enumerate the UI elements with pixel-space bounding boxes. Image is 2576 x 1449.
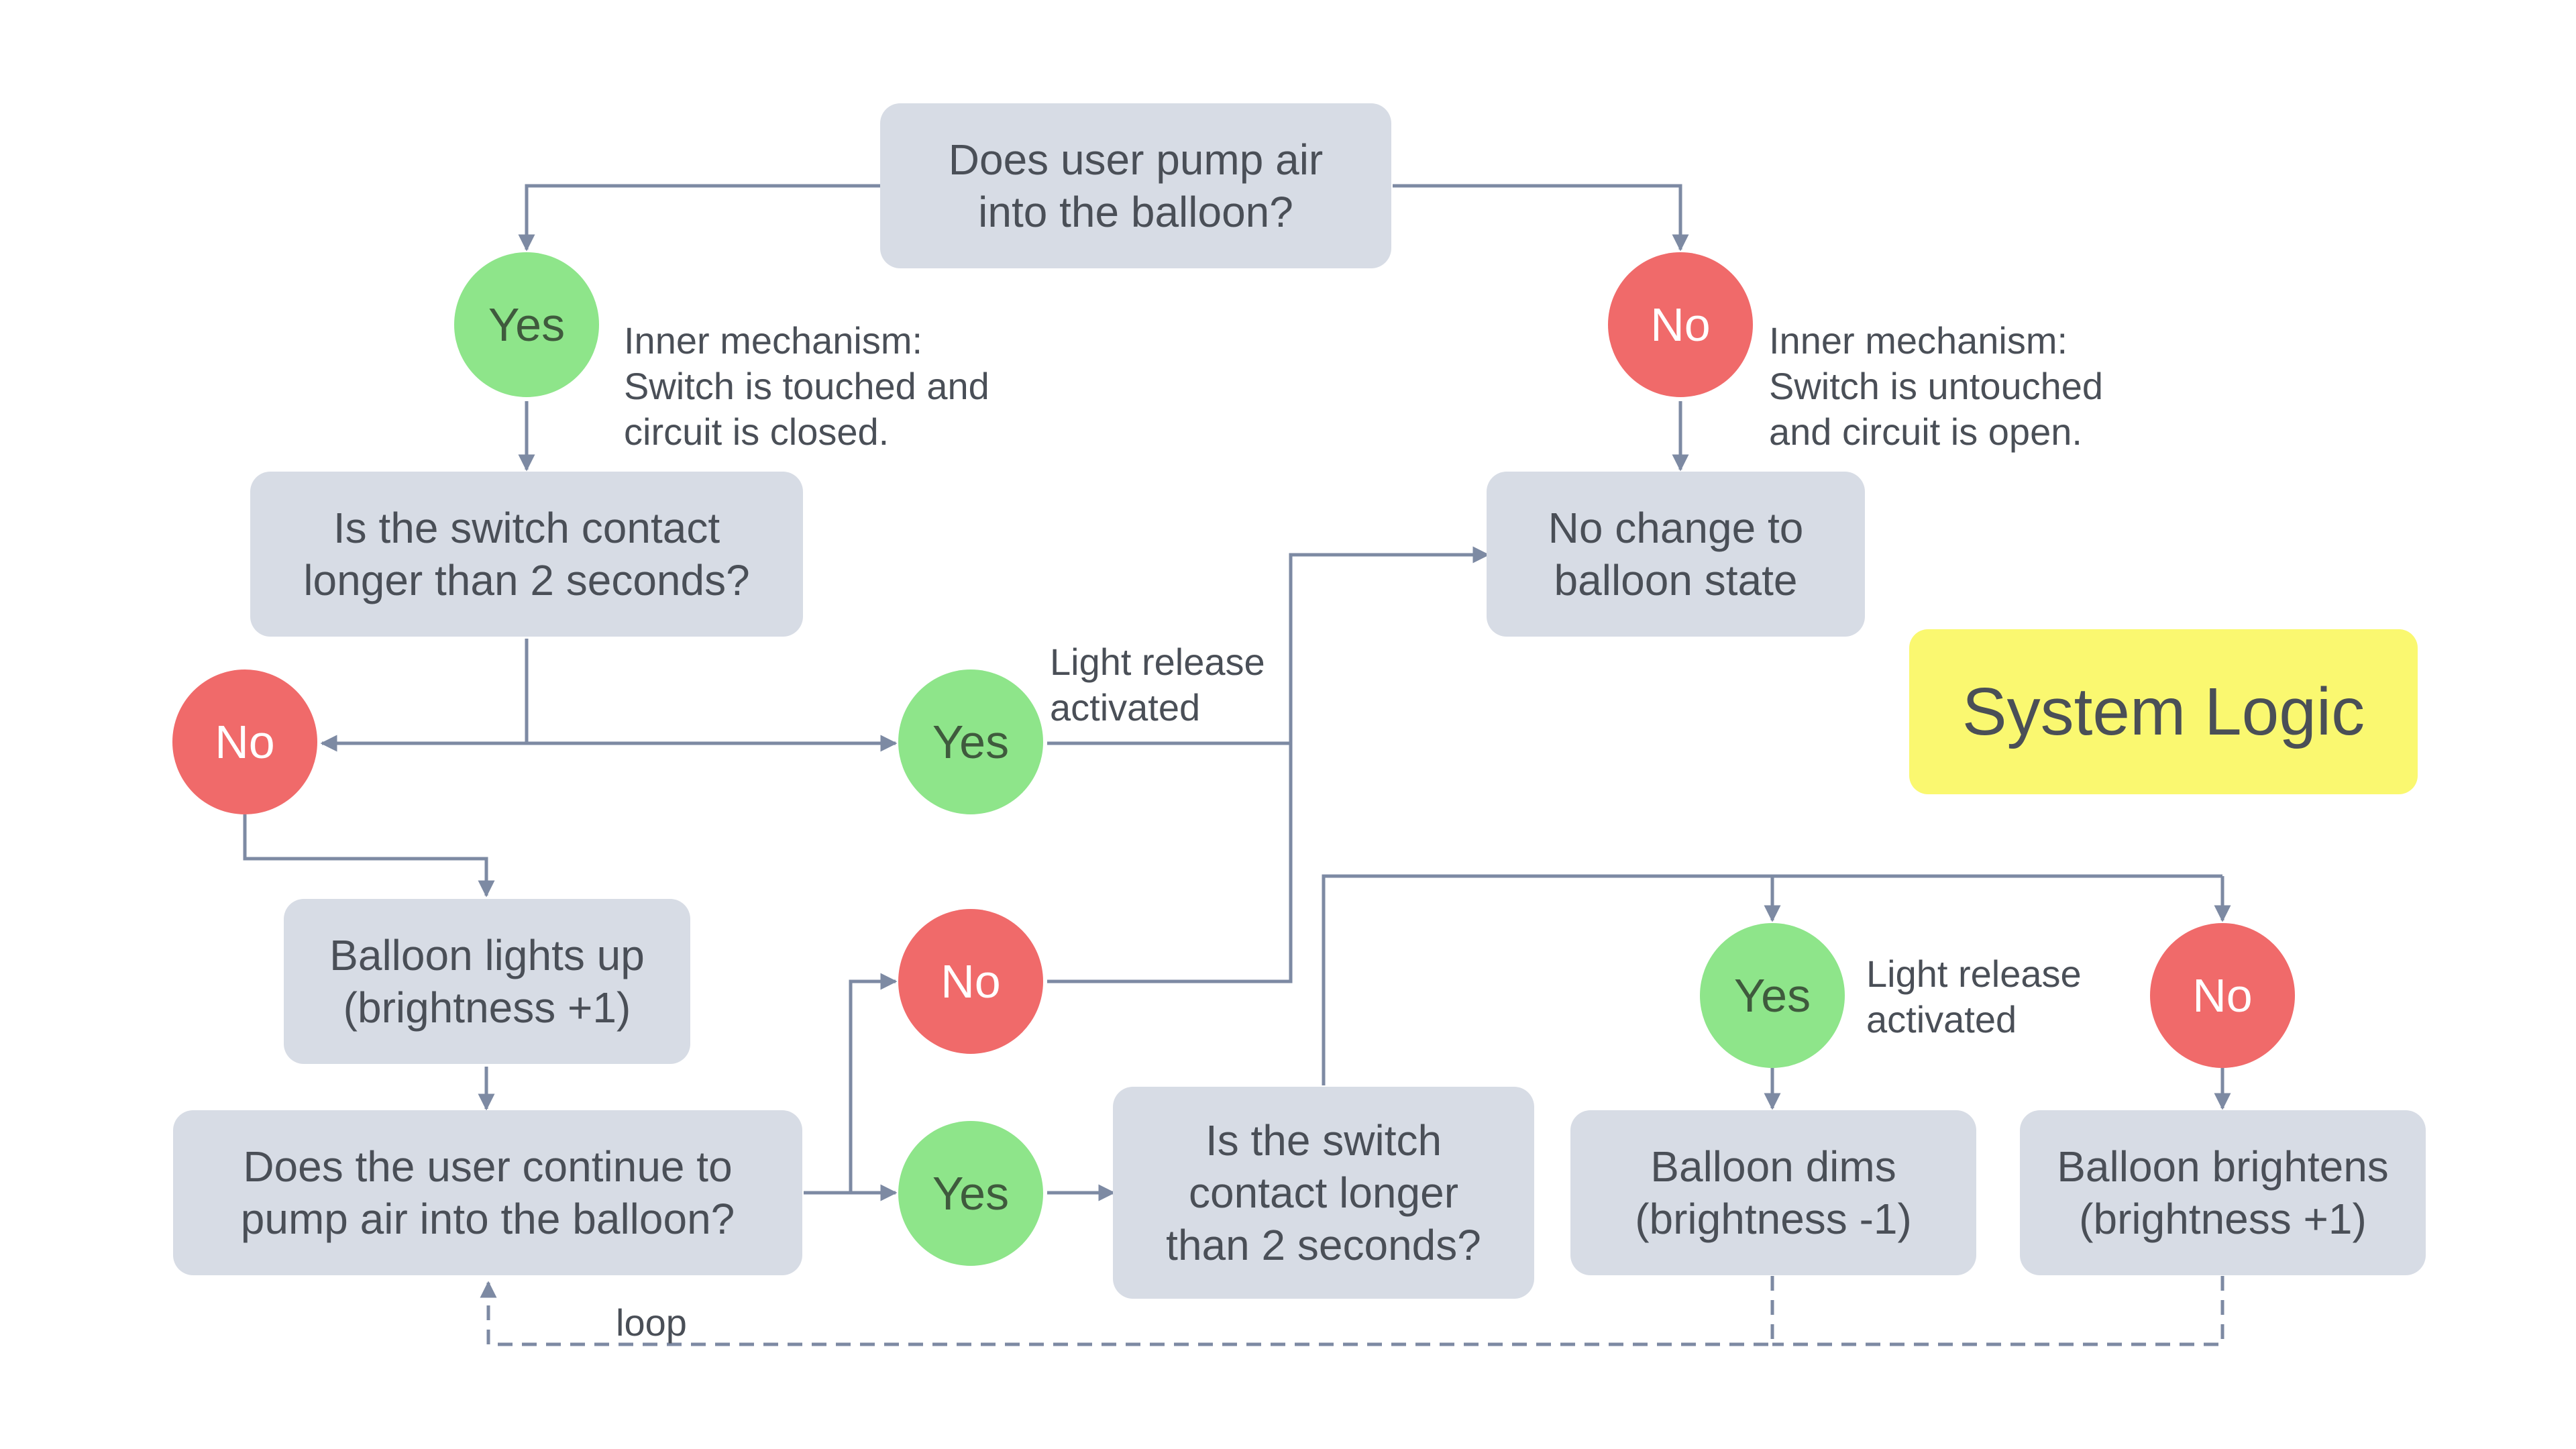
question-continue-pump: Does the user continue to pump air into …	[173, 1110, 802, 1275]
loop-connector	[480, 1276, 1774, 1346]
connector-no-to-lightsup	[243, 814, 495, 898]
note-light-release-2: Light release activated	[1866, 953, 2082, 1040]
balloon-dims: Balloon dims (brightness -1)	[1570, 1110, 1976, 1275]
note-inner-mechanism-open: Inner mechanism: Switch is untouched and…	[1769, 319, 2104, 453]
loop-connector-brightens	[1772, 1276, 2224, 1346]
question-switch-contact-2: Is the switch contact longer than 2 seco…	[1113, 1087, 1534, 1299]
connector-no3-to-nochange	[1047, 743, 1293, 983]
question-pump-air: Does user pump air into the balloon?	[880, 103, 1391, 268]
note-light-release-1: Light release activated	[1050, 641, 1265, 729]
answer-no-continue: No	[898, 909, 1043, 1054]
answer-yes-pump: Yes	[454, 252, 599, 397]
answer-no-switch1: No	[172, 669, 317, 814]
answer-yes-switch1: Yes	[898, 669, 1043, 814]
connector-pump-to-yes	[518, 184, 884, 252]
connector-continue-to-no	[849, 973, 898, 1193]
balloon-lights-up: Balloon lights up (brightness +1)	[284, 899, 690, 1064]
answer-no-switch2: No	[2150, 923, 2295, 1068]
connector-switch2-up	[1322, 874, 2222, 1085]
question-switch-contact-1: Is the switch contact longer than 2 seco…	[250, 472, 803, 637]
answer-yes-continue: Yes	[898, 1121, 1043, 1266]
loop-label: loop	[616, 1301, 687, 1344]
balloon-brightens: Balloon brightens (brightness +1)	[2020, 1110, 2426, 1275]
system-logic-title: System Logic	[1909, 629, 2418, 794]
no-change-balloon-state: No change to balloon state	[1487, 472, 1865, 637]
answer-yes-switch2: Yes	[1700, 923, 1845, 1068]
note-inner-mechanism-closed: Inner mechanism: Switch is touched and c…	[624, 319, 989, 453]
answer-no-pump: No	[1608, 252, 1753, 397]
connector-pump-to-no	[1393, 184, 1689, 252]
connector-yes2-to-nochange	[1047, 546, 1490, 745]
